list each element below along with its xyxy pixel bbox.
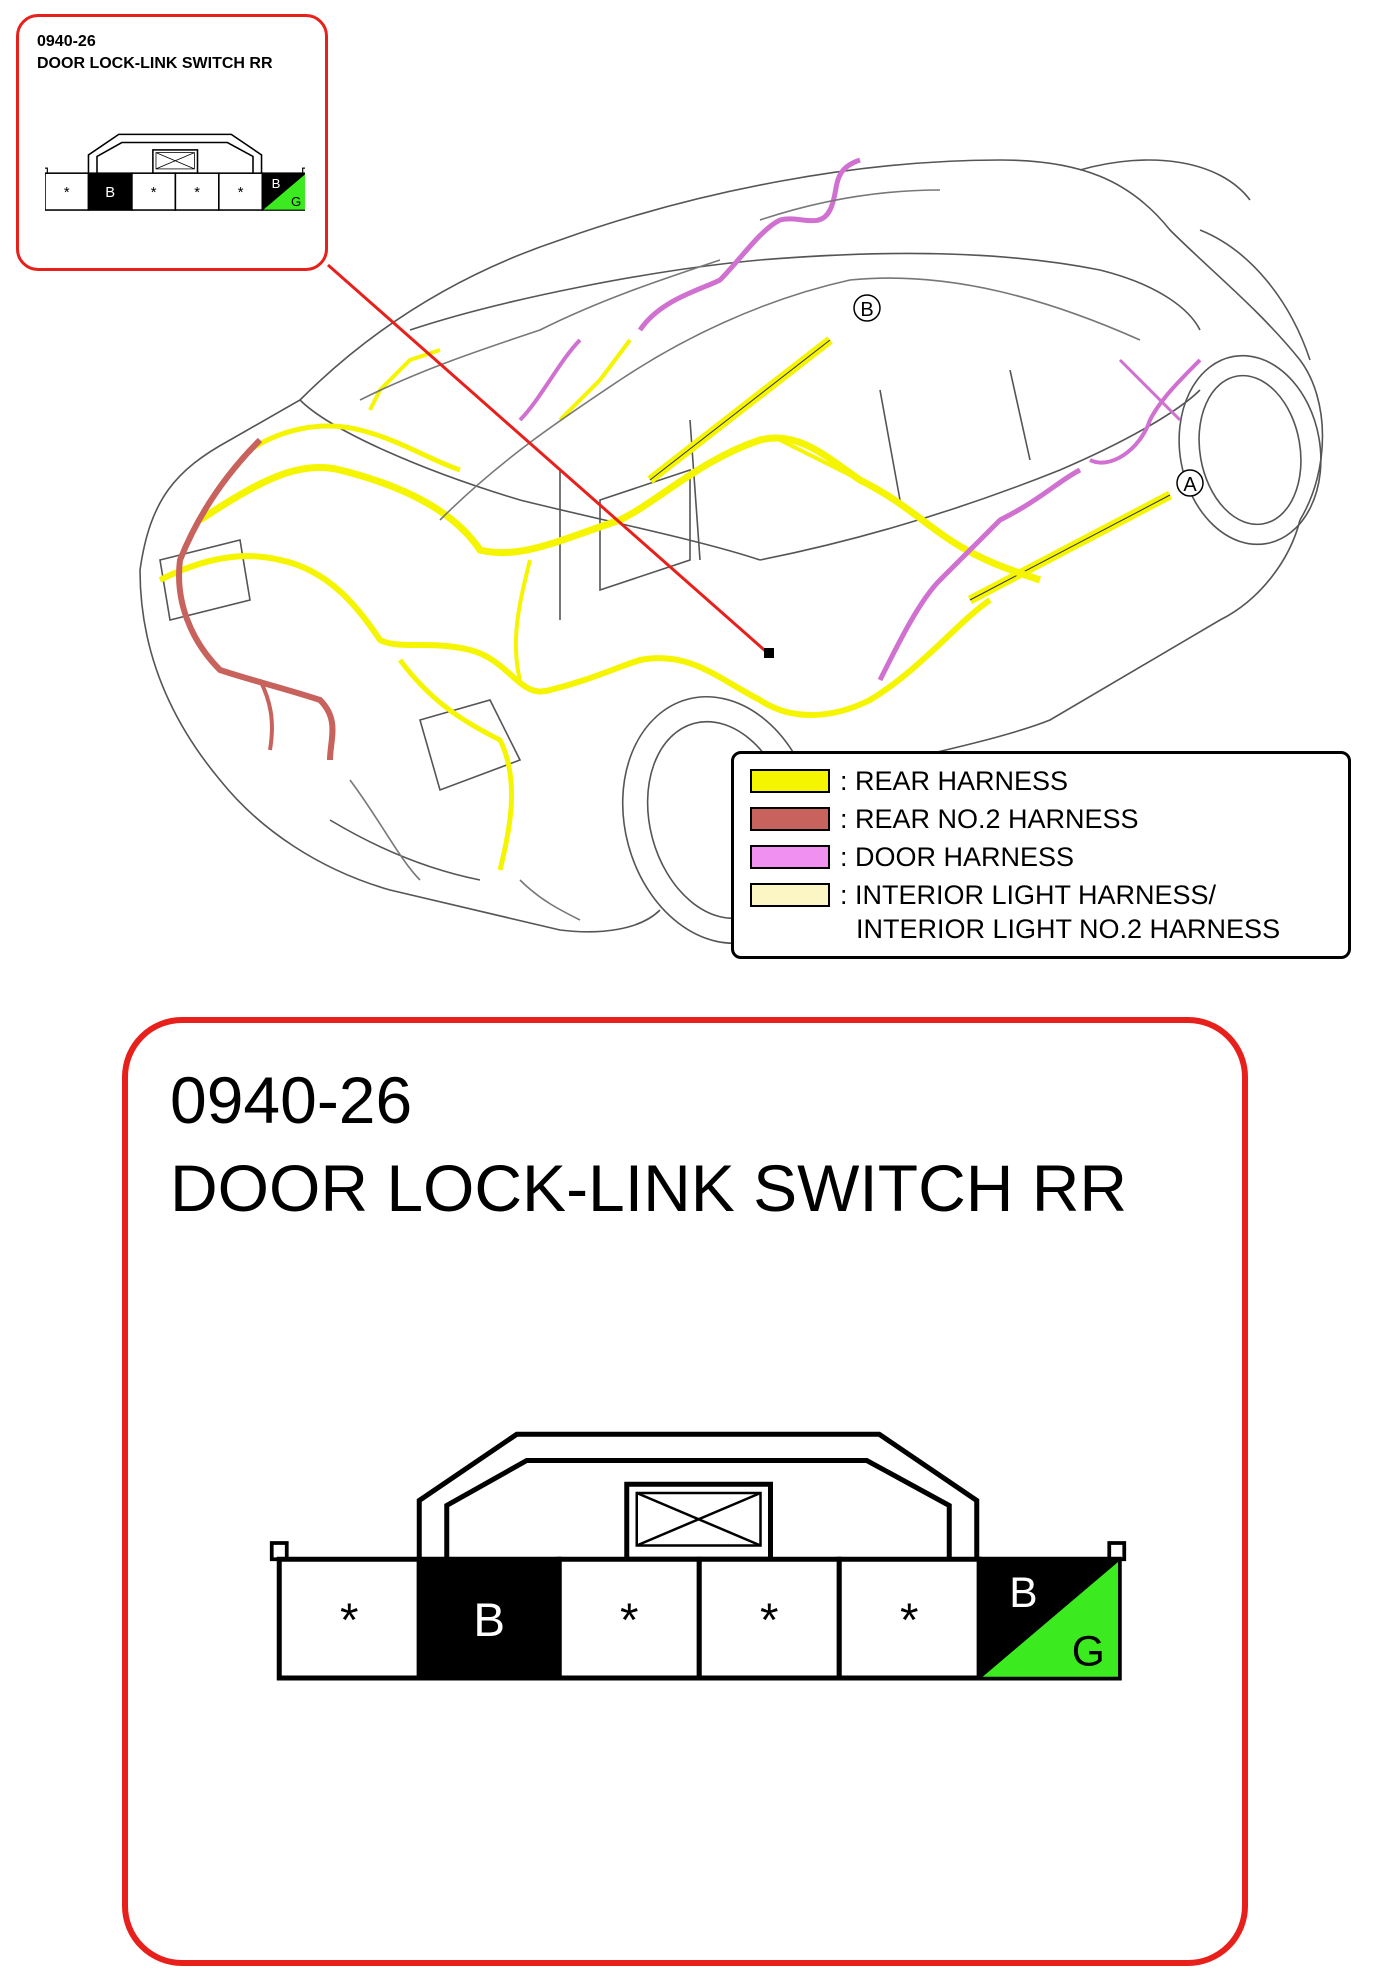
ground-marker-b-circle xyxy=(853,294,881,322)
small-connector-pin-label-1: * xyxy=(64,185,70,201)
rear-harness-lines xyxy=(158,336,1173,871)
big-connector-pin-label-4: * xyxy=(760,1594,779,1647)
rear-no2-harness-lines xyxy=(176,437,336,761)
small-connector-pin-label-4: * xyxy=(194,185,200,201)
small-connector-pin-label-2: B xyxy=(105,185,115,201)
small-connector-pin-label-6-lower: G xyxy=(291,194,301,209)
big-connector-pin-label-6: B xyxy=(1009,1570,1037,1617)
legend-swatch-rear-no2-harness xyxy=(750,807,830,831)
big-callout-code: 0940-26 xyxy=(170,1063,413,1137)
harness-legend: : REAR HARNESS : REAR NO.2 HARNESS : DOO… xyxy=(731,751,1351,959)
big-connector-latch-inner xyxy=(635,1491,762,1547)
small-connector-pin-label-5: * xyxy=(238,185,244,201)
legend-row-interior-light-harness: : INTERIOR LIGHT HARNESS/ xyxy=(750,880,1216,910)
small-connector-housing-outer xyxy=(87,133,263,174)
big-connector-latch-box xyxy=(624,1481,773,1562)
legend-swatch-interior-light-harness xyxy=(750,883,830,907)
legend-row-continuation: INTERIOR LIGHT NO.2 HARNESS xyxy=(856,914,1280,944)
legend-swatch-door-harness xyxy=(750,845,830,869)
legend-label-rear-harness: : REAR HARNESS xyxy=(840,765,1069,796)
small-connector-pin-cell-5 xyxy=(218,172,264,211)
legend-row-rear-no2-harness: : REAR NO.2 HARNESS xyxy=(750,804,1139,834)
big-connector-pin-label-2: B xyxy=(473,1594,505,1647)
small-connector-pin-cell-6-lower xyxy=(261,173,305,211)
legend-label-interior-light-harness: : INTERIOR LIGHT HARNESS/ xyxy=(840,879,1217,910)
big-connector-pin-cell-5 xyxy=(836,1556,982,1681)
small-connector-latch-box xyxy=(152,149,199,174)
interior-light-harness-lines xyxy=(349,189,1141,921)
small-connector-pin-label-6: B xyxy=(272,176,281,191)
big-connector-pin-cell-6-lower xyxy=(975,1556,1121,1680)
legend-swatch-rear-harness xyxy=(750,769,830,793)
ground-marker-b-label: B xyxy=(860,299,873,321)
big-connector-diagram: *B***BG xyxy=(269,1431,1127,1681)
big-callout-name: DOOR LOCK-LINK SWITCH RR xyxy=(170,1151,1128,1225)
legend-row-door-harness: : DOOR HARNESS xyxy=(750,842,1074,872)
small-connector-pin-label-3: * xyxy=(151,185,157,201)
small-connector-tab-left xyxy=(45,167,48,174)
small-connector-diagram: *B***BG xyxy=(45,133,305,211)
big-connector-pin-cell-3 xyxy=(556,1556,702,1681)
big-connector-pin-label-5: * xyxy=(900,1594,919,1647)
small-connector-latch-inner xyxy=(155,152,195,170)
car-wiring-illustration: B A xyxy=(139,157,1324,945)
callout-leader-line xyxy=(327,263,771,657)
ground-marker-a-circle xyxy=(1176,469,1204,497)
legend-row-rear-harness: : REAR HARNESS xyxy=(750,766,1068,796)
small-connector-housing-inner xyxy=(96,141,254,174)
small-callout-name: DOOR LOCK-LINK SWITCH RR xyxy=(37,55,273,72)
big-connector-pin-label-3: * xyxy=(620,1594,639,1647)
legend-label-rear-no2-harness: : REAR NO.2 HARNESS xyxy=(840,803,1139,834)
door-harness-lines xyxy=(518,157,1202,682)
big-connector-pin-label-1: * xyxy=(340,1594,359,1647)
big-connector-housing-outer xyxy=(416,1431,980,1560)
legend-label-interior-light-no2-harness: INTERIOR LIGHT NO.2 HARNESS xyxy=(856,913,1281,944)
big-connector-housing-inner xyxy=(444,1458,952,1560)
small-connector-tab-right xyxy=(302,167,305,174)
ground-marker-a-label: A xyxy=(1183,474,1197,496)
legend-label-door-harness: : DOOR HARNESS xyxy=(840,841,1075,872)
big-connector-pin-label-6-lower: G xyxy=(1072,1629,1105,1676)
big-connector-pin-cell-4 xyxy=(696,1556,842,1681)
car-body-outline xyxy=(139,159,1324,945)
connector-location-marker xyxy=(764,648,774,658)
small-callout-code: 0940-26 xyxy=(37,33,96,50)
big-connector-latch-cross-icon xyxy=(636,1491,761,1547)
big-connector-pin-cell-1 xyxy=(276,1556,422,1681)
small-connector-latch-cross-icon xyxy=(155,152,195,170)
